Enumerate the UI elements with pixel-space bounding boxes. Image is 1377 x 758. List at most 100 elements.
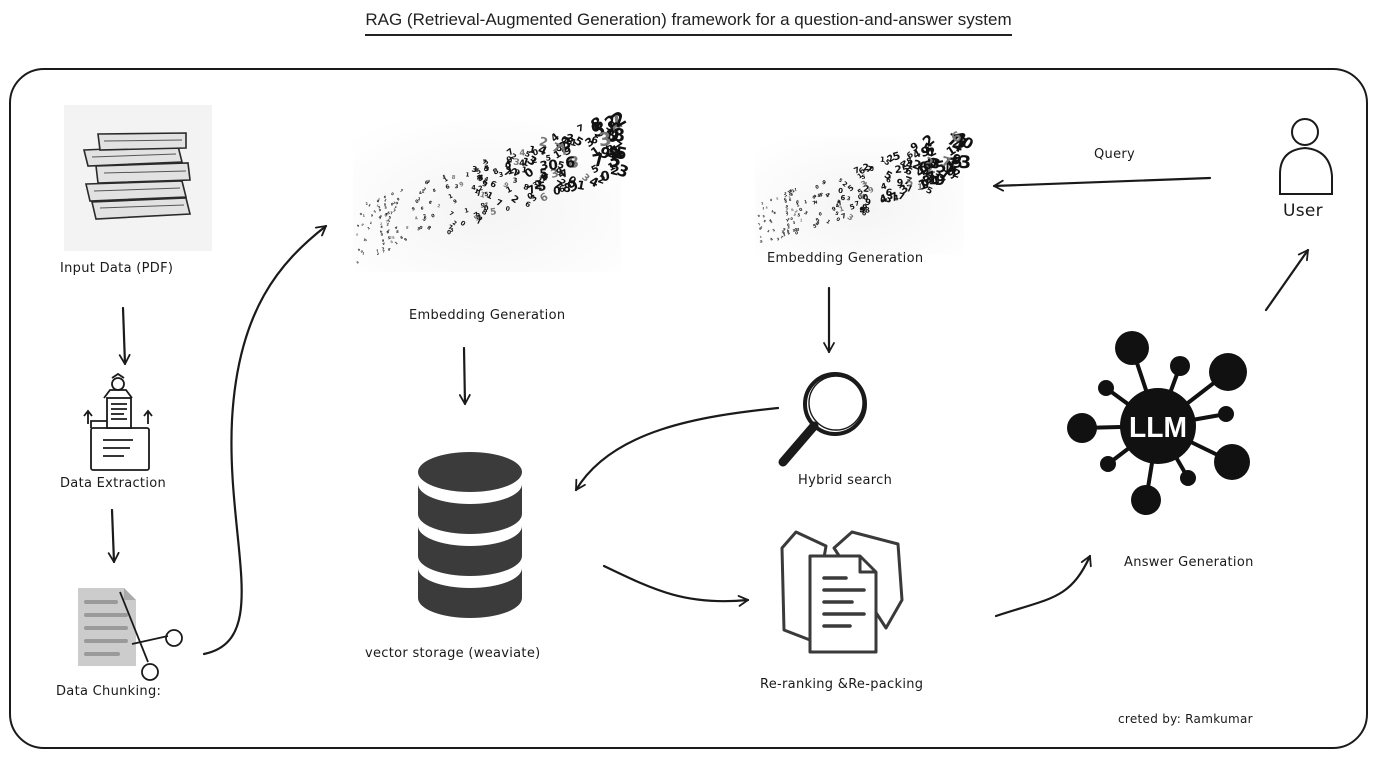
scatter-digit: 7 [788, 190, 791, 194]
scatter-digit: 7 [392, 201, 397, 206]
scatter-digit: 3 [792, 228, 796, 232]
scatter-digit: 3 [482, 158, 490, 167]
scatter-digit: 0 [835, 216, 842, 223]
scatter-digit: 7 [786, 217, 791, 222]
scatter-digit: 8 [405, 226, 409, 231]
scatter-digit: 5 [772, 228, 776, 233]
scatter-digit: 9 [481, 179, 488, 189]
scatter-digit: 5 [759, 225, 763, 230]
scatter-digit: 9 [403, 236, 408, 242]
scatter-digit: 2 [437, 203, 441, 209]
scatter-digit: 5 [951, 154, 963, 172]
scatter-digit: 0 [418, 225, 423, 232]
scatter-digit: 2 [788, 192, 792, 197]
scatter-digit: 6 [857, 165, 868, 177]
credit-text: creted by: Ramkumar [1118, 712, 1253, 726]
scatter-digit: 4 [519, 148, 525, 158]
scatter-digit: 5 [539, 166, 548, 180]
scatter-digit: 5 [378, 205, 381, 209]
scatter-digit: 2 [476, 213, 481, 219]
scatter-digit: 3 [566, 132, 575, 146]
scatter-digit: 1 [448, 193, 454, 200]
scatter-digit: 8 [432, 187, 436, 193]
scatter-digit: 1 [383, 198, 388, 203]
scatter-digit: 8 [814, 221, 820, 228]
scatter-digit: 5 [770, 237, 774, 242]
scatter-digit: 1 [787, 190, 792, 195]
scatter-digit: 9 [896, 178, 903, 189]
scatter-digit: 8 [451, 175, 456, 181]
scatter-digit: 3 [539, 158, 550, 173]
scatter-digit: 9 [859, 194, 864, 201]
scatter-digit: 7 [392, 209, 396, 214]
scatter-digit: 0 [838, 187, 844, 196]
scatter-digit: 0 [531, 147, 539, 158]
scatter-digit: 5 [901, 164, 911, 177]
scatter-digit: 3 [796, 227, 800, 232]
scatter-digit: 0 [559, 133, 569, 145]
scatter-digit: 3 [776, 237, 780, 242]
scatter-digit: 2 [538, 134, 550, 151]
scatter-digit: 0 [390, 202, 394, 207]
scatter-digit: 0 [525, 190, 535, 202]
scatter-digit: 0 [787, 223, 790, 227]
scatter-digit: 6 [474, 167, 479, 174]
scatter-digit: 1 [506, 165, 516, 178]
scatter-digit: 9 [480, 202, 485, 209]
scatter-digit: 6 [818, 192, 825, 199]
scatter-digit: 5 [759, 239, 762, 243]
scatter-digit: 5 [523, 149, 532, 159]
scatter-digit: 3 [368, 203, 372, 208]
scatter-digit: 3 [769, 237, 772, 241]
scatter-digit: 1 [363, 213, 365, 217]
arrow-storage-to-reranking [602, 564, 750, 607]
scatter-digit: 9 [458, 181, 465, 189]
scatter-digit: 2 [862, 163, 869, 174]
scatter-digit: 0 [553, 184, 562, 198]
scatter-digit: 3 [450, 227, 455, 233]
scatter-digit: 5 [815, 217, 821, 224]
scatter-digit: 3 [498, 170, 504, 179]
scatter-digit: 5 [891, 149, 902, 164]
scatter-digit: 1 [369, 221, 372, 225]
scatter-digit: 0 [383, 202, 387, 207]
scatter-digit: 7 [780, 235, 784, 240]
scatter-digit: 2 [794, 208, 799, 214]
scatter-digit: 9 [597, 144, 612, 163]
scatter-digit: 6 [376, 199, 381, 204]
scatter-digit: 9 [822, 180, 827, 187]
scatter-digit: 0 [356, 233, 359, 237]
arrow-answer-to-user [1264, 248, 1310, 312]
scatter-digit: 4 [385, 212, 390, 217]
scatter-digit: 1 [804, 199, 808, 205]
arrow-user-query [992, 176, 1212, 192]
scatter-digit: 7 [495, 197, 504, 208]
scatter-digit: 8 [384, 213, 389, 218]
scatter-digit: 7 [447, 224, 453, 231]
scatter-digit: 0 [784, 200, 788, 204]
scatter-digit: 6 [759, 227, 762, 231]
scatter-digit: 3 [952, 129, 967, 153]
scatter-digit: 6 [565, 154, 576, 172]
scatter-digit: 1 [465, 172, 470, 178]
scatter-digit: 6 [904, 149, 915, 161]
scatter-digit: 2 [509, 193, 521, 206]
scatter-digit: 1 [880, 155, 885, 164]
scatter-digit: 9 [396, 197, 401, 202]
scatter-digit: 3 [426, 179, 431, 185]
scatter-digit: 5 [384, 206, 387, 210]
scatter-digit: 3 [761, 240, 763, 244]
label-data-chunking: Data Chunking: [56, 684, 162, 699]
scatter-digit: 0 [862, 192, 870, 202]
scatter-digit: 5 [834, 211, 839, 218]
scatter-digit: 1 [825, 219, 832, 226]
scatter-digit: 6 [603, 140, 615, 154]
scatter-digit: 0 [603, 124, 621, 148]
scatter-digit: 6 [489, 178, 498, 190]
scatter-digit: 7 [854, 199, 860, 208]
scatter-digit: 6 [923, 158, 932, 172]
scatter-digit: 9 [371, 214, 373, 218]
scatter-digit: 8 [612, 126, 625, 146]
